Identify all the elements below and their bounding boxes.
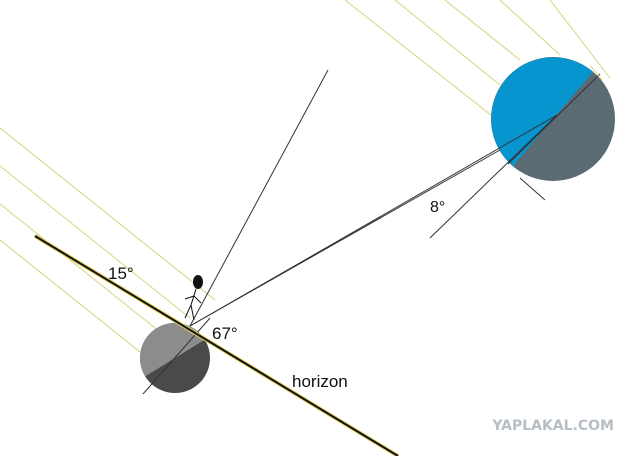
label-angle-15: 15° xyxy=(108,264,134,283)
earth xyxy=(139,317,211,395)
stick-figure-icon xyxy=(184,275,203,321)
sun-ray xyxy=(344,0,511,131)
moon-tick xyxy=(519,177,546,201)
sight-line-zenith xyxy=(189,69,329,327)
sun-ray xyxy=(499,0,561,56)
sun-ray xyxy=(0,165,191,319)
moon-lit-side xyxy=(491,57,594,167)
sun-ray xyxy=(0,127,216,301)
label-horizon: horizon xyxy=(292,372,348,391)
moon-tick xyxy=(589,64,603,81)
sun-ray xyxy=(0,239,141,353)
sun-ray xyxy=(394,0,501,86)
horizon-line xyxy=(33,234,400,456)
sun-rays xyxy=(0,0,611,353)
watermark: YAPLAKAL.COM xyxy=(491,418,614,434)
sight-line-moon-ray xyxy=(189,149,501,327)
sun-ray xyxy=(0,203,161,333)
moon-angle-line xyxy=(429,114,558,239)
earth-axis xyxy=(142,317,211,395)
label-angle-67: 67° xyxy=(212,324,238,343)
sun-ray xyxy=(549,0,611,79)
earth-lit-side xyxy=(139,322,205,377)
label-angle-8: 8° xyxy=(430,199,445,216)
moon xyxy=(491,57,615,201)
moon-terminator xyxy=(507,73,601,165)
sun-ray xyxy=(444,0,521,61)
sight-lines xyxy=(189,69,558,327)
